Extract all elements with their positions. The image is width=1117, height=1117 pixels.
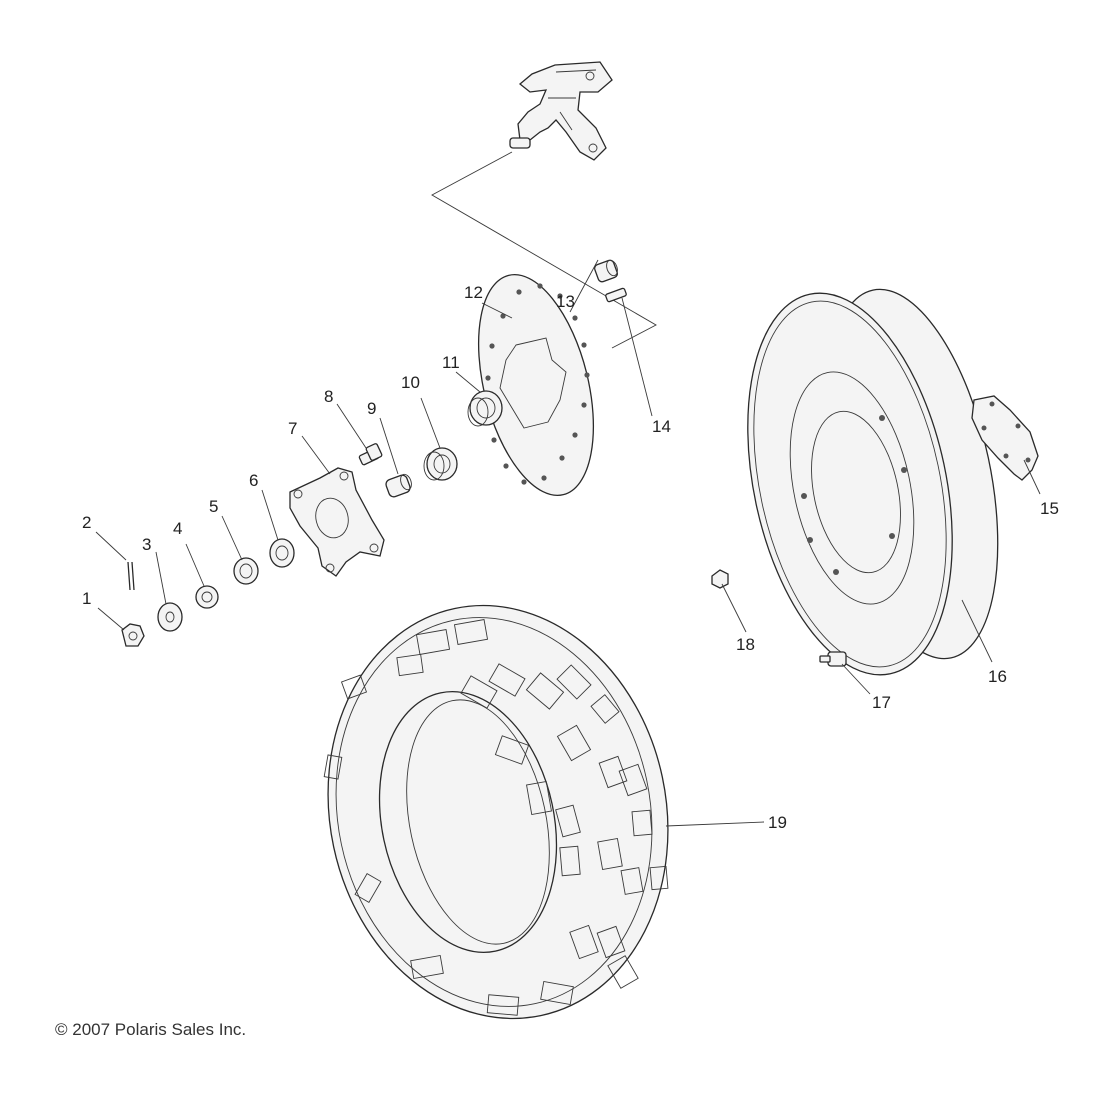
hub-bolt [358,443,383,466]
wheel-rim [747,288,999,676]
callout-15: 15 [1040,499,1059,518]
lug-nut [711,569,729,589]
callout-14: 14 [652,417,671,436]
callout-1: 1 [82,589,91,608]
cotter-pin [127,561,135,591]
callout-16: 16 [988,667,1007,686]
callout-4: 4 [173,519,182,538]
callout-9: 9 [367,399,376,418]
callout-2: 2 [82,513,91,532]
steering-knuckle [509,61,613,161]
tire [323,604,669,1020]
bushing [385,473,412,498]
washer [157,602,183,632]
callout-10: 10 [401,373,420,392]
callout-6: 6 [249,471,258,490]
seal [467,390,503,427]
callout-17: 17 [872,693,891,712]
callout-8: 8 [324,387,333,406]
assembly-line-knuckle [431,151,657,349]
inner-seal [269,538,295,568]
spacer [594,259,618,283]
hub-nut [121,623,145,647]
wheel-hub [289,467,385,577]
callout-11: 11 [442,353,460,372]
bearing [423,447,458,481]
valve-stem [819,651,847,667]
callout-5: 5 [209,497,218,516]
callout-19: 19 [768,813,787,832]
callout-12: 12 [464,283,483,302]
callout-18: 18 [736,635,755,654]
callout-3: 3 [142,535,151,554]
hub-plate [971,395,1039,481]
callout-13: 13 [556,292,575,311]
wheel-stud [605,287,627,303]
callout-7: 7 [288,419,297,438]
outer-bearing [233,557,259,585]
thrust-spacer [195,585,219,609]
callout-labels: 1 2 3 4 5 6 7 8 9 10 11 12 13 14 15 16 1… [82,283,1059,832]
copyright-notice: © 2007 Polaris Sales Inc. [55,1020,247,1039]
leader-lines [95,259,1041,827]
